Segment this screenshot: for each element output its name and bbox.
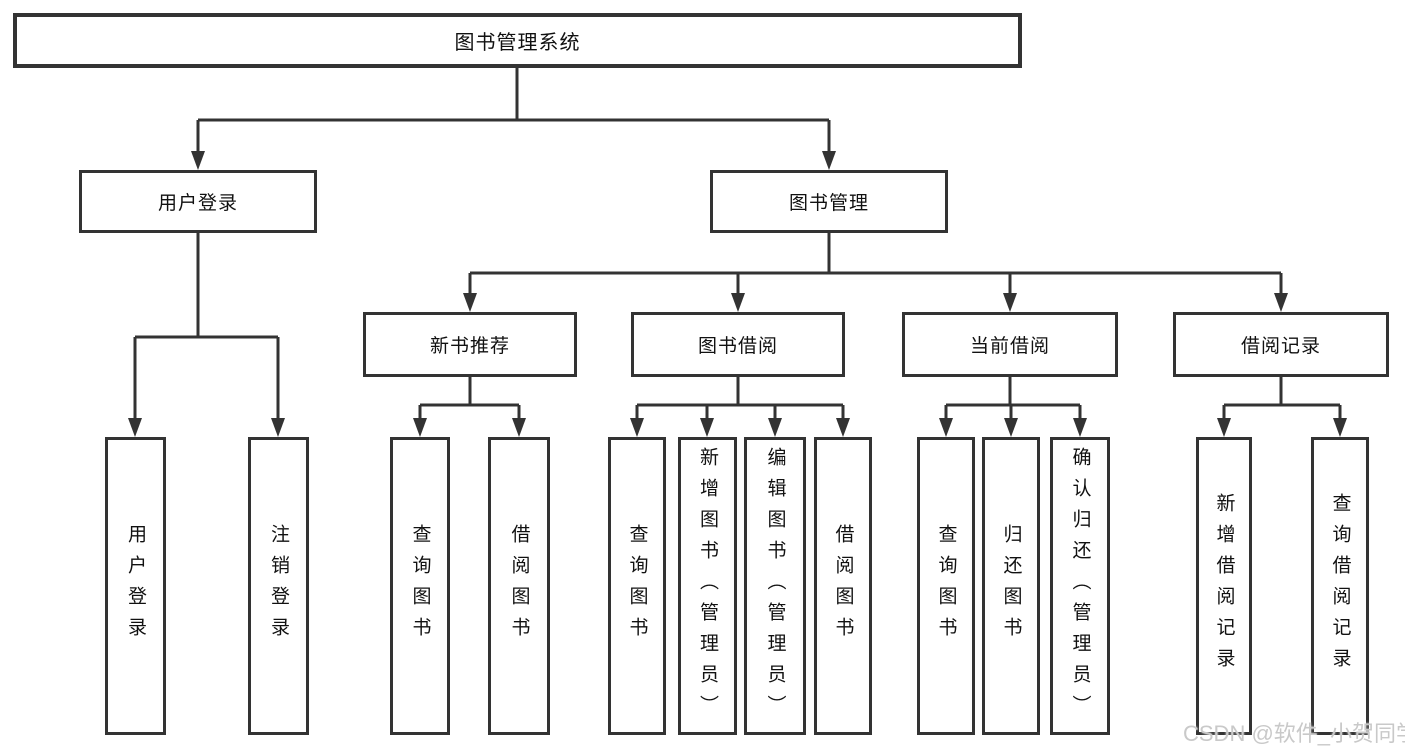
leaf-user-login: 用户登录 xyxy=(105,437,166,735)
leaf-edit-book-admin: 编辑图书（管理员） xyxy=(744,437,806,735)
csdn-watermark: CSDN @软件_小贺同学 xyxy=(1183,721,1405,746)
leaf-label: 编辑图书（管理员） xyxy=(764,446,786,726)
node-label: 图书借阅 xyxy=(697,336,778,357)
node-new-book-recommendation: 新书推荐 xyxy=(363,312,577,377)
leaf-query-borrow-record: 查询借阅记录 xyxy=(1311,437,1369,735)
leaf-label: 借阅图书 xyxy=(508,524,530,648)
node-book-management: 图书管理 xyxy=(710,170,948,233)
arrowhead-icon xyxy=(1004,418,1018,437)
node-label: 新书推荐 xyxy=(429,336,510,357)
leaf-label: 新增图书（管理员） xyxy=(697,446,718,726)
leaf-add-book-admin: 新增图书（管理员） xyxy=(678,437,737,735)
arrowhead-icon xyxy=(1073,418,1087,437)
leaf-confirm-return-admin: 确认归还（管理员） xyxy=(1050,437,1110,735)
leaf-label: 查询图书 xyxy=(626,524,648,648)
arrowhead-icon xyxy=(1274,293,1288,312)
arrowhead-icon xyxy=(413,418,427,437)
node-label: 图书管理 xyxy=(788,193,869,214)
node-library-management-system: 图书管理系统 xyxy=(13,13,1022,68)
arrowhead-icon xyxy=(271,418,285,437)
leaf-query-books-recommend: 查询图书 xyxy=(390,437,450,735)
node-user-login: 用户登录 xyxy=(79,170,317,233)
leaf-query-books-current: 查询图书 xyxy=(917,437,975,735)
arrowhead-icon xyxy=(191,151,205,170)
arrowhead-icon xyxy=(1003,293,1017,312)
node-borrowing-records: 借阅记录 xyxy=(1173,312,1389,377)
arrowhead-icon xyxy=(128,418,142,437)
node-label: 当前借阅 xyxy=(969,336,1050,357)
arrowhead-icon xyxy=(939,418,953,437)
leaf-borrow-books-recommend: 借阅图书 xyxy=(488,437,550,735)
leaf-label: 新增借阅记录 xyxy=(1213,493,1235,679)
arrowhead-icon xyxy=(822,151,836,170)
leaf-query-books-borrowing: 查询图书 xyxy=(608,437,666,735)
arrowhead-icon xyxy=(1333,418,1347,437)
leaf-return-books: 归还图书 xyxy=(982,437,1040,735)
leaf-label: 注销登录 xyxy=(268,524,289,648)
leaf-label: 查询借阅记录 xyxy=(1329,493,1351,679)
leaf-label: 借阅图书 xyxy=(832,524,854,648)
arrowhead-icon xyxy=(836,418,850,437)
node-label: 借阅记录 xyxy=(1240,336,1321,357)
node-current-borrowing: 当前借阅 xyxy=(902,312,1118,377)
leaf-borrow-books-borrowing: 借阅图书 xyxy=(814,437,872,735)
node-label: 图书管理系统 xyxy=(454,32,581,54)
arrowhead-icon xyxy=(768,418,782,437)
arrowhead-icon xyxy=(700,418,714,437)
node-label: 用户登录 xyxy=(157,193,238,214)
leaf-label: 查询图书 xyxy=(935,524,957,648)
leaf-label: 确认归还（管理员） xyxy=(1069,446,1091,726)
arrowhead-icon xyxy=(1217,418,1231,437)
leaf-label: 归还图书 xyxy=(1000,524,1022,648)
leaf-add-borrow-record: 新增借阅记录 xyxy=(1196,437,1252,735)
leaf-label: 用户登录 xyxy=(125,524,146,648)
leaf-label: 查询图书 xyxy=(409,524,431,648)
arrowhead-icon xyxy=(630,418,644,437)
leaf-logout: 注销登录 xyxy=(248,437,309,735)
arrowhead-icon xyxy=(463,293,477,312)
node-book-borrowing: 图书借阅 xyxy=(631,312,845,377)
arrowhead-icon xyxy=(731,293,745,312)
arrowhead-icon xyxy=(512,418,526,437)
